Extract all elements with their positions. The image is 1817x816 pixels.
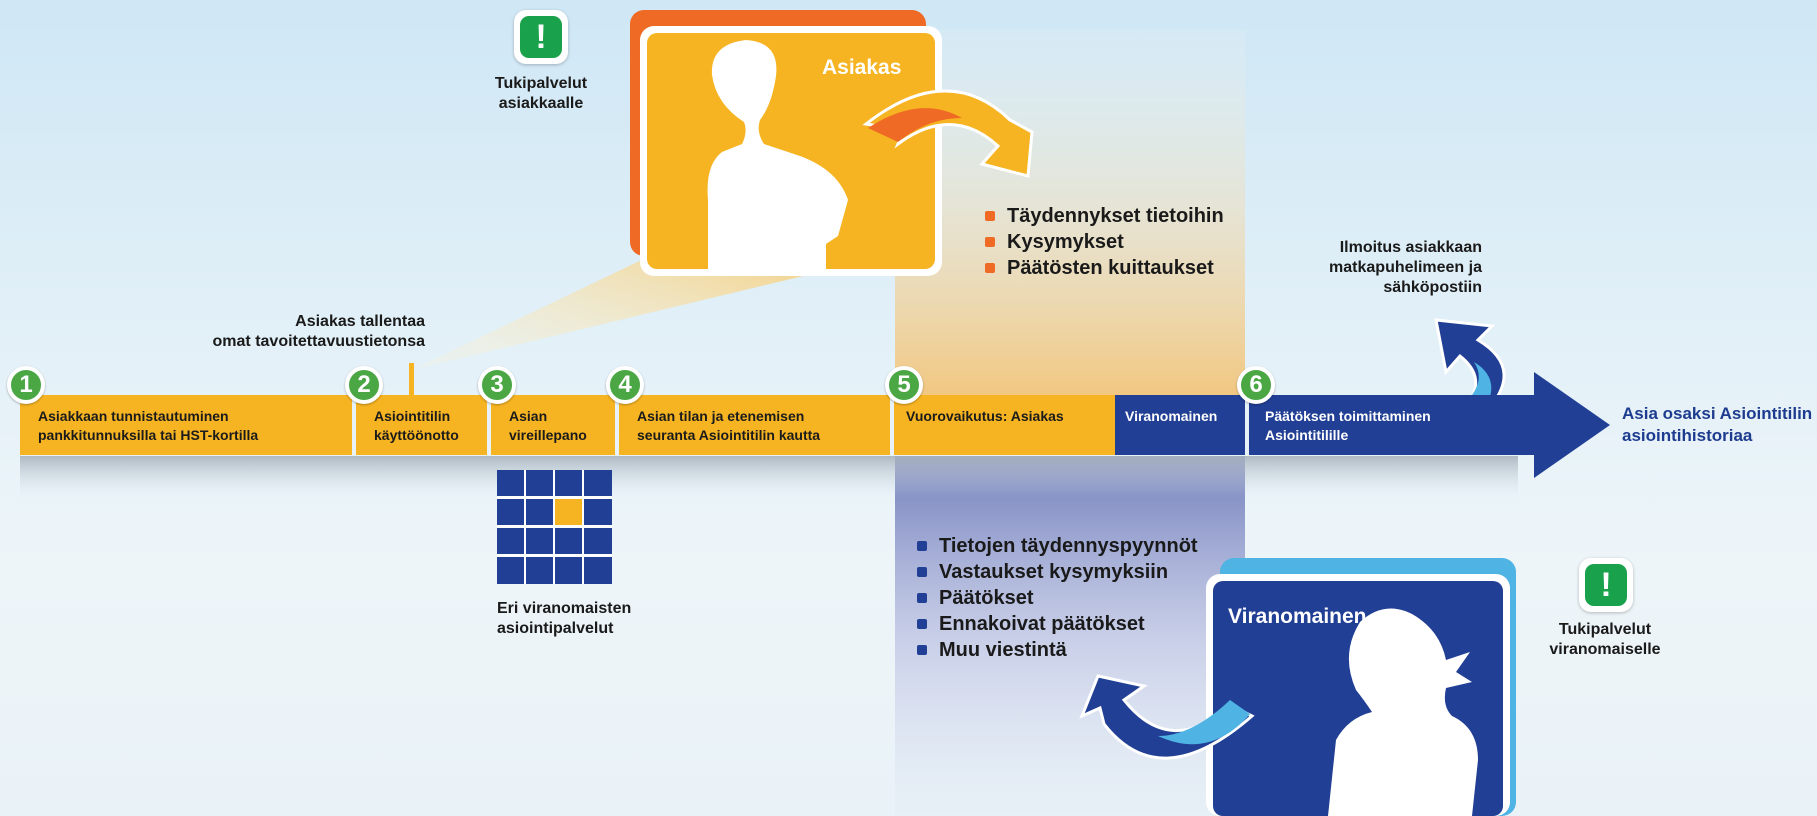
list-item: Tietojen täydennyspyynnöt xyxy=(917,533,1198,559)
authority-support-icon: ! xyxy=(1579,558,1633,612)
customer-actions-list: Täydennykset tietoihin Kysymykset Päätös… xyxy=(985,203,1224,281)
list-item: Täydennykset tietoihin xyxy=(985,203,1224,229)
customer-support-icon: ! xyxy=(514,10,568,64)
step-number-6: 6 xyxy=(1237,366,1275,404)
step-number-5: 5 xyxy=(885,366,923,404)
timeline-shadow xyxy=(20,456,1518,498)
step-number-3: 3 xyxy=(478,366,516,404)
customer-silhouette xyxy=(707,40,848,269)
authority-actions-list: Tietojen täydennyspyynnöt Vastaukset kys… xyxy=(917,533,1198,663)
services-grid xyxy=(497,470,612,584)
list-item: Vastaukset kysymyksiin xyxy=(917,559,1198,585)
authority-card-title: Viranomainen xyxy=(1228,605,1367,628)
step-number-4: 4 xyxy=(606,366,644,404)
list-item: Päätökset xyxy=(917,585,1198,611)
list-item: Päätösten kuittaukset xyxy=(985,255,1224,281)
list-item: Kysymykset xyxy=(985,229,1224,255)
timeline-step-5: Vuorovaikutus: Asiakas xyxy=(894,395,1115,455)
timeline-arrowhead xyxy=(1500,372,1610,478)
step-number-1: 1 xyxy=(7,366,45,404)
step2-tick xyxy=(409,363,414,395)
authority-silhouette xyxy=(1328,608,1478,816)
customer-card-title: Asiakas xyxy=(822,56,902,79)
list-item: Ennakoivat päätökset xyxy=(917,611,1198,637)
timeline-step-5-authority: Viranomainen xyxy=(1115,395,1245,455)
list-item: Muu viestintä xyxy=(917,637,1198,663)
step-number-2: 2 xyxy=(345,366,383,404)
